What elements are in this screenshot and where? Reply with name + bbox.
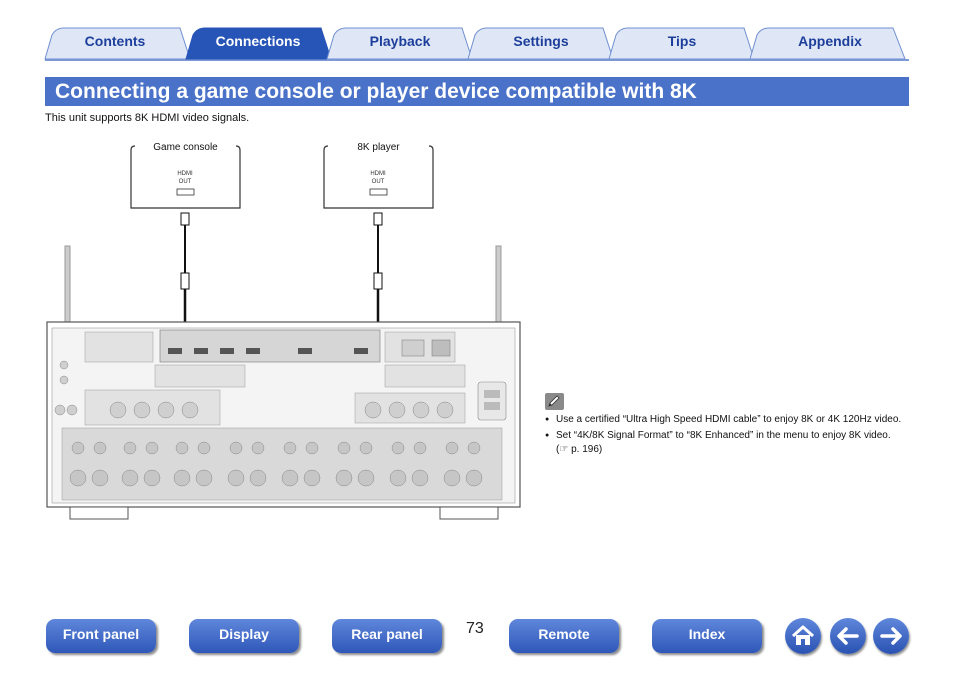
home-icon[interactable] [785, 618, 821, 654]
tab-tips[interactable]: Tips [667, 33, 697, 49]
forward-arrow-icon[interactable] [873, 618, 909, 654]
page-title: Connecting a game console or player devi… [55, 80, 697, 103]
back-arrow-icon[interactable] [830, 618, 866, 654]
intro-text: This unit supports 8K HDMI video signals… [45, 112, 250, 124]
tab-settings[interactable]: Settings [513, 33, 569, 49]
game-console-device [130, 145, 241, 209]
connection-diagram [46, 145, 521, 520]
index-button[interactable]: Index [652, 619, 762, 653]
display-button[interactable]: Display [189, 619, 299, 653]
section-title-bar: Connecting a game console or player devi… [45, 77, 909, 106]
tab-contents[interactable]: Contents [84, 33, 146, 49]
tab-connections[interactable]: Connections [215, 33, 301, 49]
note-item: Use a certified “Ultra High Speed HDMI c… [545, 413, 905, 427]
tab-playback[interactable]: Playback [369, 33, 431, 49]
tab-appendix[interactable]: Appendix [798, 33, 862, 49]
game-console-port-label: HDMI OUT [177, 171, 193, 185]
page-number: 73 [466, 620, 484, 637]
note-list: Use a certified “Ultra High Speed HDMI c… [545, 413, 905, 459]
game-console-label: Game console [153, 142, 218, 153]
pencil-icon [545, 393, 564, 410]
8k-player-port-label: HDMI OUT [370, 171, 386, 185]
av-receiver-rear-panel [46, 245, 521, 520]
top-tab-bar: Contents Connections Playback Settings T… [0, 0, 954, 62]
tab-shapes [44, 27, 909, 61]
rear-panel-button[interactable]: Rear panel [332, 619, 442, 653]
8k-player-device [323, 145, 434, 209]
front-panel-button[interactable]: Front panel [46, 619, 156, 653]
8k-player-label: 8K player [357, 142, 400, 153]
remote-button[interactable]: Remote [509, 619, 619, 653]
note-item: Set “4K/8K Signal Format” to “8K Enhance… [545, 429, 905, 457]
